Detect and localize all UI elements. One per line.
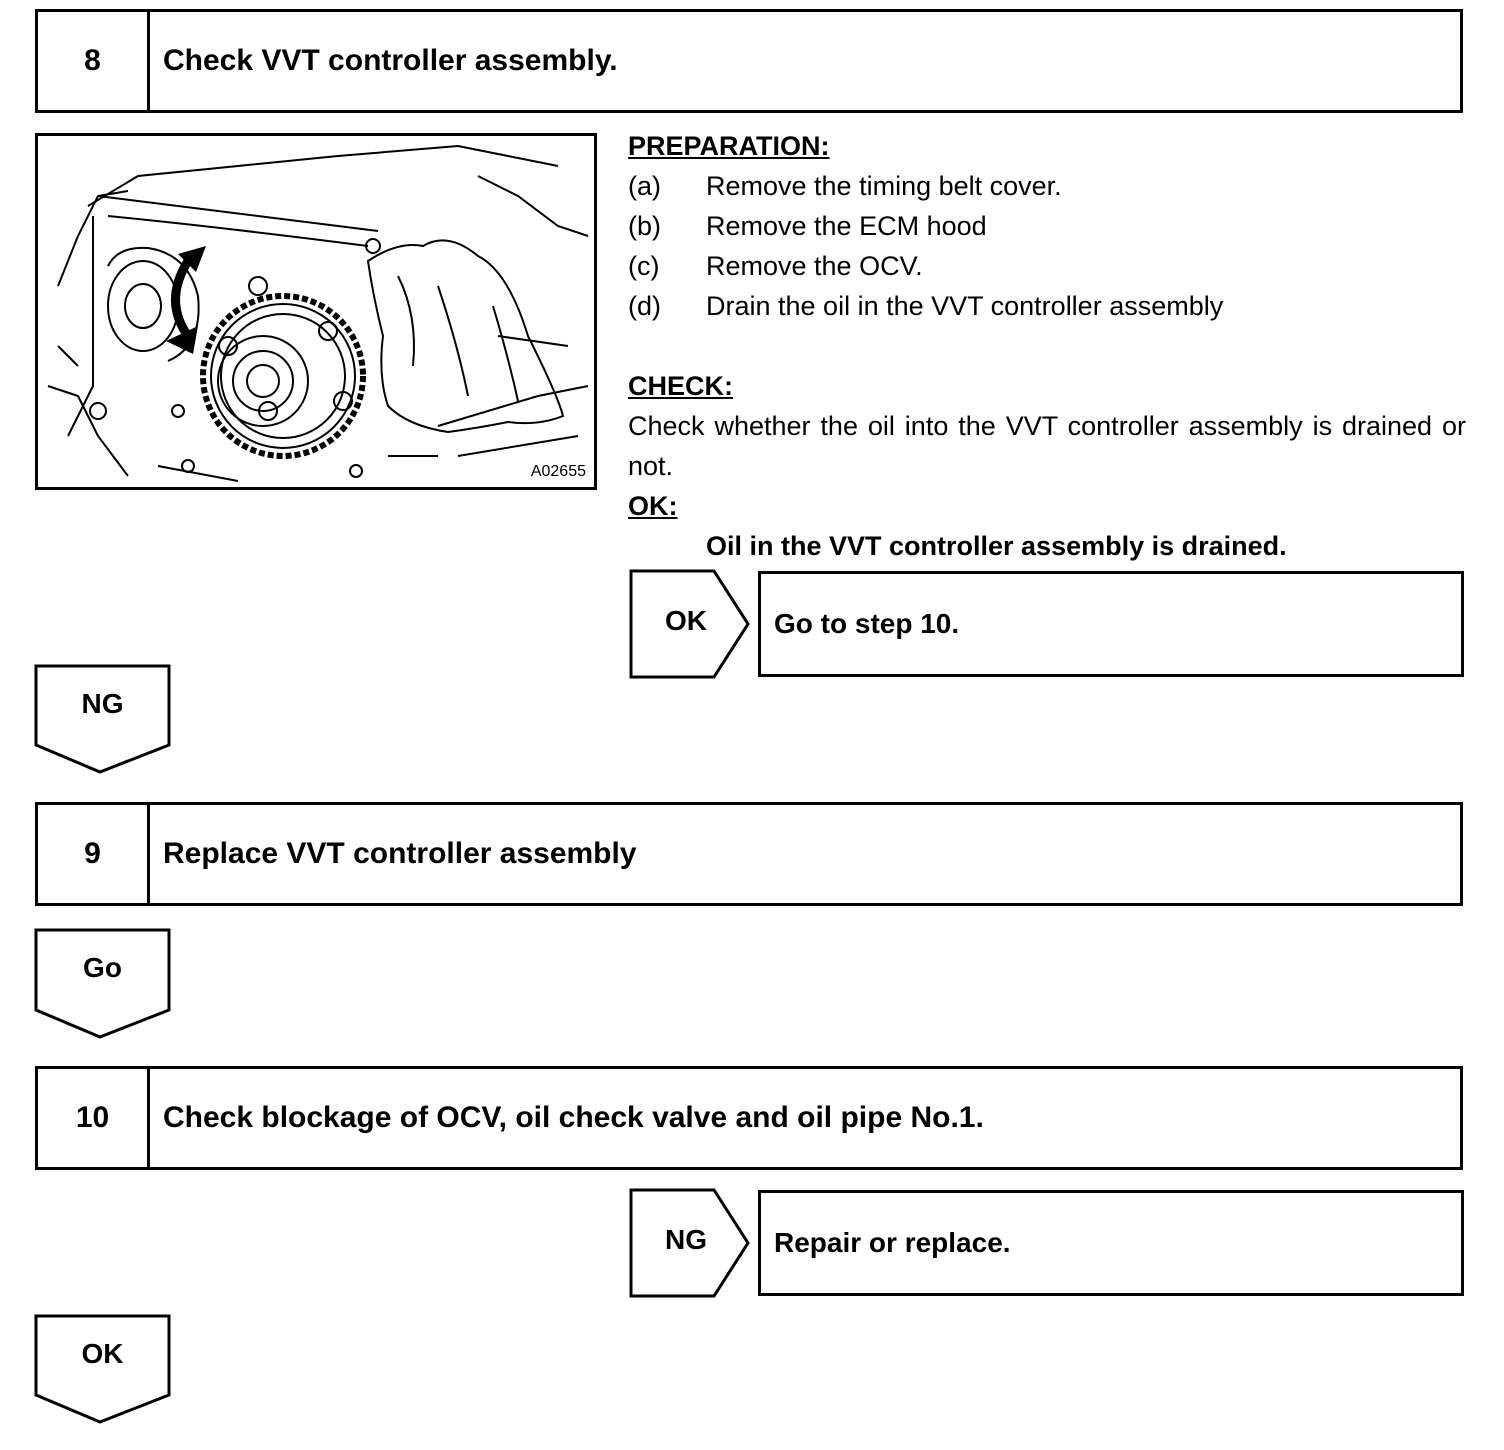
ok-branch-result: Go to step 10. (758, 571, 1464, 677)
step-10-header: 10 Check blockage of OCV, oil check valv… (35, 1066, 1463, 1170)
check-text: Check whether the oil into the VVT contr… (628, 411, 1466, 481)
step-title: Check blockage of OCV, oil check valve a… (163, 1101, 984, 1134)
ok-heading: OK: (628, 491, 678, 521)
step-8-header: 8 Check VVT controller assembly. (35, 9, 1463, 113)
step-9-header: 9 Replace VVT controller assembly (35, 802, 1463, 906)
step-number: 8 (38, 12, 150, 110)
step-8-instructions: PREPARATION: (a) Remove the timing belt … (628, 126, 1466, 566)
step-number: 9 (38, 805, 150, 903)
preparation-item: (b) Remove the ECM hood (628, 211, 987, 241)
ok-criterion: Oil in the VVT controller assembly is dr… (706, 531, 1287, 561)
ng-arrow-label: NG (81, 688, 124, 719)
engine-drawing (47, 144, 589, 482)
go-arrow-label: Go (83, 952, 122, 983)
ok-arrow-label: OK (81, 1338, 124, 1369)
step-number: 10 (38, 1069, 150, 1167)
ng-branch-tag: NG (665, 1224, 707, 1255)
preparation-item: (c) Remove the OCV. (628, 251, 923, 281)
vvt-controller-illustration: A02655 (35, 133, 597, 490)
step-title: Check VVT controller assembly. (163, 44, 618, 77)
ok-branch-tag: OK (665, 605, 707, 636)
step-title: Replace VVT controller assembly (163, 837, 637, 870)
preparation-item: (d) Drain the oil in the VVT controller … (628, 291, 1224, 321)
ng-branch-result: Repair or replace. (758, 1190, 1464, 1296)
check-heading: CHECK: (628, 371, 733, 401)
preparation-item: (a) Remove the timing belt cover. (628, 171, 1062, 201)
preparation-heading: PREPARATION: (628, 131, 830, 161)
figure-code: A02655 (530, 463, 586, 480)
